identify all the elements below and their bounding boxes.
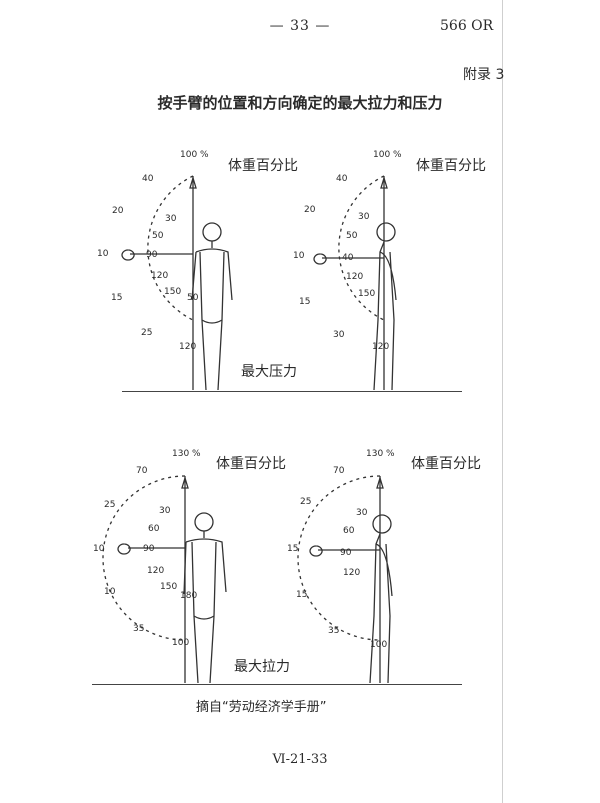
bottom-right-unit-label: 体重百分比: [411, 456, 481, 472]
tick-label: 130 %: [366, 449, 395, 459]
bottom-right-figure: [297, 475, 393, 684]
tick-label: 10: [104, 587, 116, 597]
tick-label: 30: [356, 508, 368, 518]
tick-label: 15: [296, 590, 308, 600]
tick-label: 25: [141, 328, 153, 338]
top-left-figure: [121, 175, 233, 391]
bottom-floor-line: [92, 684, 462, 685]
tick-label: 90: [146, 250, 158, 260]
top-floor-line: [122, 391, 462, 392]
page-number: — 33 —: [269, 18, 331, 34]
tick-label: 20: [304, 205, 316, 215]
tick-label: 10: [293, 251, 305, 261]
tick-label: 40: [142, 174, 154, 184]
tick-label: 150: [164, 287, 182, 297]
tick-label: 90: [340, 548, 352, 558]
source-note: 摘自“劳动经济学手册”: [196, 700, 327, 715]
bottom-left-figure: [102, 475, 227, 684]
tick-label: 30: [159, 506, 171, 516]
tick-label: 10: [97, 249, 109, 259]
tick-label: 15: [111, 293, 123, 303]
page-footer: Ⅵ-21-33: [272, 752, 328, 767]
tick-label: 50: [187, 293, 199, 303]
bottom-section-caption: 最大拉力: [234, 659, 290, 675]
tick-label: 60: [148, 524, 160, 534]
tick-label: 20: [112, 206, 124, 216]
tick-label: 15: [299, 297, 311, 307]
tick-label: 180: [180, 591, 198, 601]
tick-label: 70: [333, 466, 345, 476]
tick-label: 150: [358, 289, 376, 299]
document-code: 566 OR: [440, 18, 494, 34]
tick-label: 70: [136, 466, 148, 476]
page-title: 按手臂的位置和方向确定的最大拉力和压力: [157, 94, 443, 112]
tick-label: 120: [179, 342, 197, 352]
top-section-caption: 最大压力: [241, 364, 297, 380]
tick-label: 30: [358, 212, 370, 222]
top-left-unit-label: 体重百分比: [228, 158, 298, 174]
tick-label: 50: [152, 231, 164, 241]
scan-edge-line: [502, 0, 503, 803]
tick-label: 100 %: [373, 150, 402, 160]
tick-label: 60: [343, 526, 355, 536]
tick-label: 30: [333, 330, 345, 340]
tick-label: 100 %: [180, 150, 209, 160]
top-right-unit-label: 体重百分比: [416, 158, 486, 174]
tick-label: 100: [370, 640, 388, 650]
tick-label: 15: [287, 544, 299, 554]
tick-label: 40: [336, 174, 348, 184]
tick-label: 35: [133, 624, 145, 634]
tick-label: 120: [346, 272, 364, 282]
top-right-figure: [313, 175, 397, 391]
tick-label: 100: [172, 638, 190, 648]
tick-label: 25: [300, 497, 312, 507]
tick-label: 30: [165, 214, 177, 224]
tick-label: 25: [104, 500, 116, 510]
tick-label: 120: [151, 271, 169, 281]
tick-label: 130 %: [172, 449, 201, 459]
tick-label: 50: [346, 231, 358, 241]
bottom-left-unit-label: 体重百分比: [216, 456, 286, 472]
tick-label: 150: [160, 582, 178, 592]
tick-label: 120: [343, 568, 361, 578]
tick-label: 120: [147, 566, 165, 576]
tick-label: 90: [143, 544, 155, 554]
tick-label: 35: [328, 626, 340, 636]
appendix-label: 附录 3: [463, 67, 505, 83]
tick-label: 10: [93, 544, 105, 554]
tick-label: 40: [342, 253, 354, 263]
tick-label: 120: [372, 342, 390, 352]
